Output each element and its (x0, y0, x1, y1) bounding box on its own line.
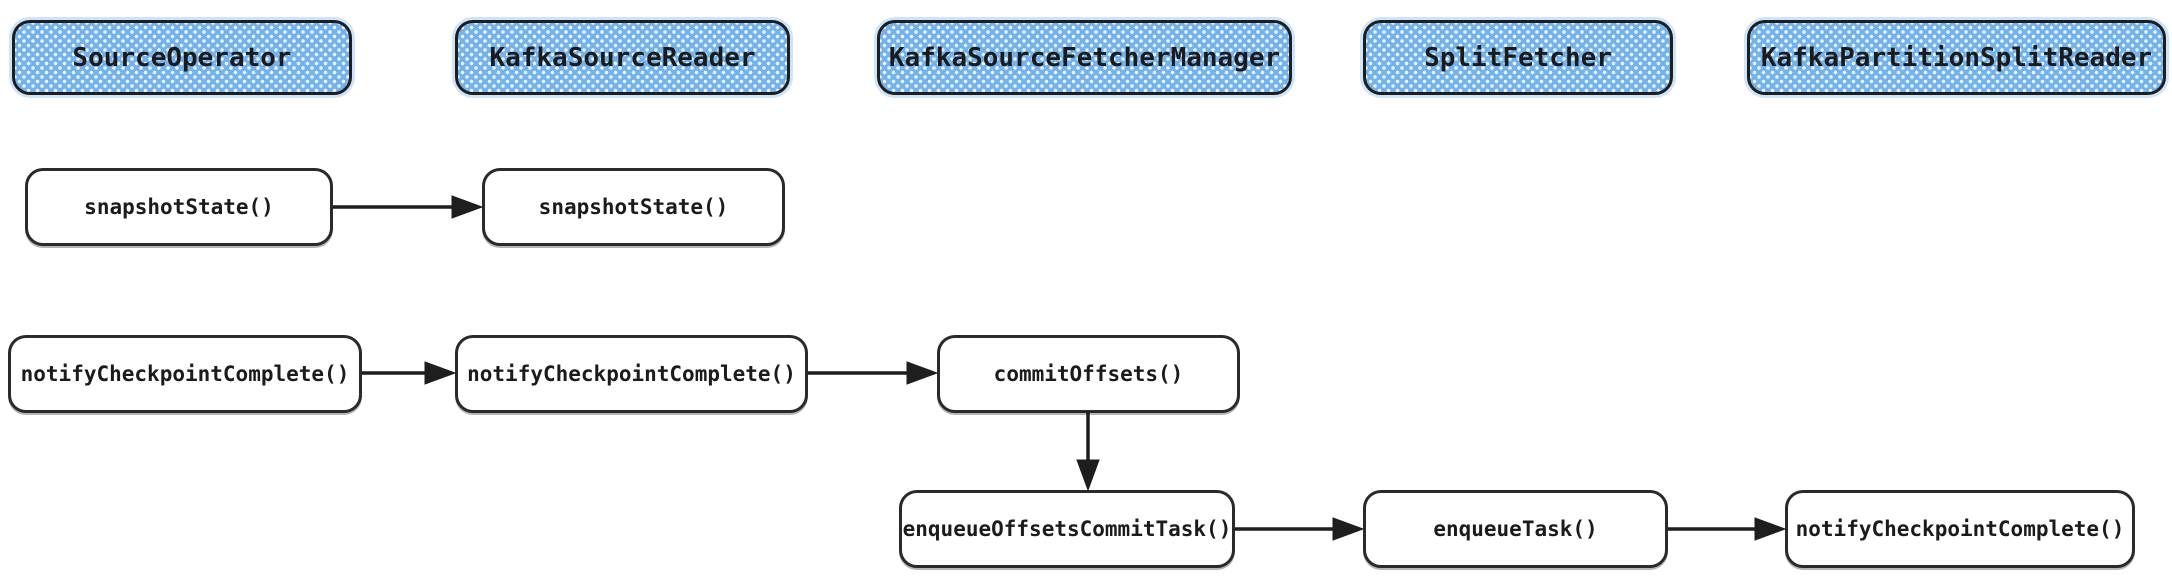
arrow-snapshot-state-to-snapshot-state (333, 195, 484, 219)
lane-header-split-fetcher: SplitFetcher (1363, 20, 1673, 95)
arrow-enqueue-task-to-notify-checkpoint-complete (1668, 517, 1787, 541)
lane-header-kafka-partition-split-reader: KafkaPartitionSplitReader (1747, 20, 2166, 95)
node-notify-checkpoint-complete-kafka-source-reader: notifyCheckpointComplete() (455, 335, 808, 413)
lane-header-kafka-source-reader: KafkaSourceReader (455, 20, 790, 95)
node-notify-checkpoint-complete-source-operator: notifyCheckpointComplete() (8, 335, 362, 413)
arrow-notify-checkpoint-complete-to-notify-checkpoint-complete (362, 361, 457, 385)
node-snapshot-state-source-operator: snapshotState() (25, 168, 333, 246)
node-snapshot-state-kafka-source-reader: snapshotState() (482, 168, 785, 246)
node-commit-offsets: commitOffsets() (937, 335, 1240, 413)
arrow-enqueue-offsets-commit-task-to-enqueue-task (1235, 517, 1365, 541)
node-notify-checkpoint-complete-split-reader: notifyCheckpointComplete() (1785, 490, 2135, 568)
lane-header-kafka-source-fetcher-manager: KafkaSourceFetcherManager (877, 20, 1292, 95)
arrow-notify-checkpoint-complete-to-commit-offsets (808, 361, 939, 385)
node-enqueue-offsets-commit-task: enqueueOffsetsCommitTask() (899, 490, 1235, 568)
arrow-commit-offsets-to-enqueue-offsets-commit-task (1076, 412, 1100, 492)
node-enqueue-task: enqueueTask() (1363, 490, 1668, 568)
lane-header-source-operator: SourceOperator (12, 20, 352, 95)
